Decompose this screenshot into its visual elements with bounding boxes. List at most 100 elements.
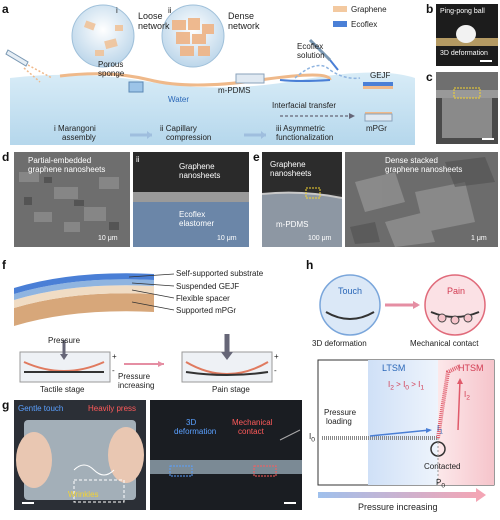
suspended-gejf-layer	[14, 279, 154, 300]
rel-i2: I	[388, 380, 391, 389]
e-mpdms: m-PDMS	[276, 220, 309, 229]
rel-i1: I	[418, 380, 421, 389]
a-step3-2: functionalization	[276, 133, 334, 142]
graphene-film	[59, 72, 332, 87]
h-i1: I1	[437, 424, 443, 437]
panel-label-b: b	[426, 2, 434, 16]
a-mpgr: mPGr	[366, 124, 387, 133]
a-step1-2: assembly	[62, 133, 96, 142]
f-minus-2: -	[274, 366, 277, 375]
ecoflex-film-left	[279, 79, 331, 82]
b-label-bottom: 3D deformation	[440, 50, 488, 57]
panel-c-sem	[436, 72, 498, 144]
m-pdms-block	[235, 73, 265, 84]
porous-sponge-icon	[128, 81, 144, 93]
f-pressure: Pressure	[48, 336, 81, 345]
pain-circle	[424, 274, 486, 336]
rel-gt1: >	[393, 380, 404, 389]
i0-sub: 0	[311, 436, 315, 444]
d-ecoflex-1: Ecoflex	[179, 210, 206, 219]
pipette-icon	[308, 38, 332, 62]
g-contact-1: Mechanical	[232, 418, 273, 427]
h-current-relation: I2 > I0 > I1	[388, 380, 424, 393]
d-label-i: Partial-embedded	[28, 156, 92, 165]
dense-flakes	[172, 18, 214, 56]
ping-pong-ball-figure	[436, 25, 498, 62]
water-body	[10, 72, 415, 145]
a-interfacial: Interfacial transfer	[272, 101, 337, 110]
g-wrinkles: Wrinkles	[68, 490, 99, 499]
i0-label: I	[309, 432, 312, 441]
rel-i0-sub: 0	[405, 384, 409, 392]
e-dense-1: Dense stacked	[385, 156, 438, 165]
panel-a-schematic	[5, 4, 415, 145]
h-contacted: Contacted	[424, 462, 461, 471]
flexible-spacer-layer	[14, 285, 154, 308]
i1-label: I	[437, 424, 440, 433]
d-ecoflex-2: elastomer	[179, 219, 215, 228]
a-porous-2: sponge	[98, 69, 125, 78]
g-deform-2: deformation	[174, 427, 217, 436]
zoom-box	[453, 87, 481, 99]
h-ltsm: LTSM	[382, 363, 406, 373]
h-pressure-loading-1: Pressure	[324, 408, 357, 417]
panel-label-c: c	[426, 70, 433, 84]
a-sub-ii: ii	[168, 6, 172, 15]
gejf-graphene	[363, 86, 393, 89]
rel-gt2: >	[409, 380, 419, 389]
f-plus-2: +	[274, 352, 279, 361]
a-legend-ecoflex: Ecoflex	[351, 20, 378, 29]
panel-d-ii-sem: ii Graphene nanosheets Ecoflex elastomer…	[133, 152, 249, 247]
h-pain: Pain	[447, 286, 466, 296]
touch-circle	[319, 274, 381, 336]
e-scale-1: 100 μm	[308, 235, 332, 242]
panel-e-i-sem: Graphene nanosheets m-PDMS 100 μm	[262, 152, 342, 247]
panel-g-i-photo: Gentle touch Heavily press Wrinkles	[14, 400, 146, 510]
f-tactile: Tactile stage	[40, 385, 85, 394]
supported-mpgr-layer	[14, 293, 154, 326]
g-contact-2: contact	[238, 427, 264, 436]
panel-label-f: f	[2, 258, 6, 272]
loose-flakes	[83, 20, 123, 56]
f-layer-1: Self-supported substrate	[176, 269, 264, 278]
a-mpdms: m-PDMS	[218, 86, 251, 95]
h-i0: I0	[309, 432, 315, 445]
a-water: Water	[168, 95, 190, 104]
a-legend-graphene: Graphene	[351, 5, 387, 14]
a-porous-1: Porous	[98, 60, 124, 69]
a-dense-1: Dense	[228, 11, 255, 21]
a-loose-2: network	[138, 21, 170, 31]
a-ecoflex-sol-2: solution	[297, 51, 325, 60]
panel-label-a: a	[2, 2, 9, 16]
a-gejf: GEJF	[370, 71, 391, 80]
panel-d-i-sem: Partial-embedded graphene nanosheets 10 …	[14, 152, 130, 247]
panel-e-ii-sem: Dense stacked graphene nanosheets 1 μm	[345, 152, 498, 247]
f-layer-3: Flexible spacer	[176, 294, 230, 303]
d-scale-i: 10 μm	[98, 235, 118, 242]
p0-label: P	[436, 478, 442, 487]
panel-label-g: g	[2, 398, 10, 412]
h-pressure-loading-2: loading	[326, 417, 352, 426]
g-deform-1: 3D	[186, 418, 197, 427]
h-p0: P0	[436, 478, 445, 491]
g-gentle: Gentle touch	[18, 404, 64, 413]
rel-i1-sub: 1	[420, 384, 425, 392]
mpgr-pdms	[364, 113, 393, 122]
panel-b-photo: Ping-pong ball 3D deformation	[436, 4, 498, 66]
panel-f-schematic	[14, 273, 273, 383]
legend-ecoflex-swatch	[333, 21, 347, 27]
h-xaxis: Pressure increasing	[358, 502, 438, 512]
d-graphene-2: nanosheets	[179, 171, 221, 180]
a-loose-1: Loose	[138, 11, 163, 21]
a-ecoflex-sol-1: Ecoflex	[297, 42, 324, 51]
f-layer-2: Suspended GEJF	[176, 282, 240, 291]
gejf-ecoflex	[363, 82, 393, 86]
h-htsm: HTSM	[458, 363, 484, 373]
a-sub-i: i	[116, 6, 118, 15]
f-plus-1: +	[112, 352, 117, 361]
g-heavy: Heavily press	[88, 404, 137, 413]
a-step1-1: i Marangoni	[54, 124, 96, 133]
h-i2: I2	[464, 390, 470, 403]
d-scale-ii: 10 μm	[217, 235, 237, 242]
d-graphene-1: Graphene	[179, 162, 215, 171]
